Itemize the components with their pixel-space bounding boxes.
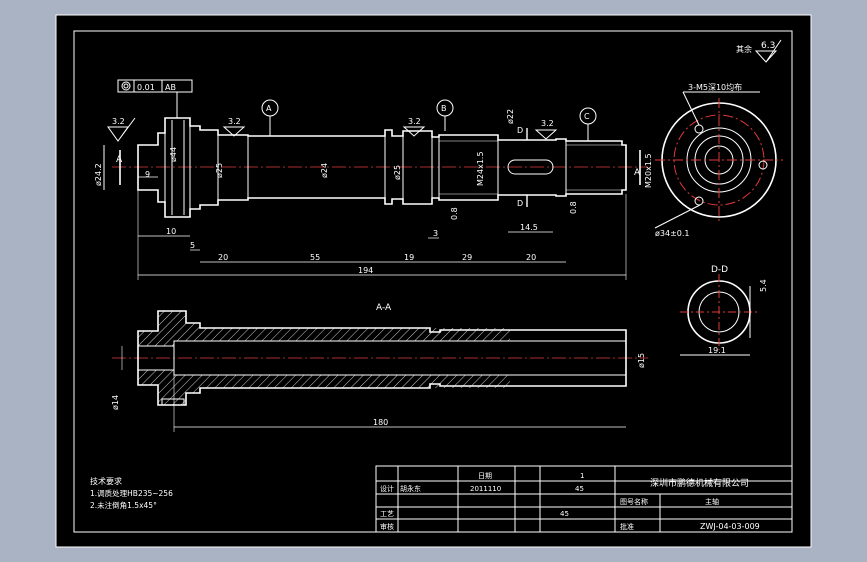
dim-len-5: 5 [190,241,195,250]
section-dd-view: D-D 19.1 5.4 [680,265,768,356]
tolerance-value: 0.01 [137,83,155,92]
tech-req-line1: 1.调质处理HB235~256 [90,488,173,498]
end-view-holes-note: 3-M5深10均布 [688,82,742,92]
end-view-pcd: ø34±0.1 [655,229,690,238]
tb-designer: 胡永东 [400,484,421,493]
dim-thread1: M24x1.5 [476,151,485,186]
title-block: 设计 胡永东 2011110 日期 1 45 深圳市鹏德机械有限公司 图号名称 … [375,465,793,533]
roughness-mark-3: 3.2 [408,117,421,126]
tech-req-title: 技术要求 [90,476,122,486]
dim-len-20a: 20 [218,253,228,262]
section-dd-title: D-D [711,265,728,275]
tolerance-datum: AB [165,83,176,92]
tb-design-label: 设计 [380,484,394,493]
dim-len-9: 9 [145,170,150,179]
dim-len-20b: 20 [526,253,536,262]
general-roughness: 其余 6.3 [736,39,782,63]
dim-d-step: ø22 [506,109,515,124]
tech-req-line2: 2.未注倒角1.5x45° [90,500,157,510]
dim-thread2: M20x1.5 [644,153,653,188]
tb-date-header: 日期 [478,472,492,480]
cut-marker-a: A A [116,150,641,185]
dim-len-19: 19 [404,253,414,262]
section-dd-dia: 19.1 [708,346,726,355]
dim-len-14-5: 14.5 [520,223,538,232]
section-dd-width: 5.4 [759,279,768,292]
datum-a-label: A [266,104,272,113]
main-view-shaft [112,117,648,218]
cut-a-right-label: A [634,168,641,178]
dim-d-flange: ø44 [169,147,178,162]
dim-d-seat2: ø25 [393,165,402,180]
tb-material: 45 [560,510,569,518]
tb-part-name: 主轴 [705,497,719,506]
roughness-mark-4: 3.2 [541,119,554,128]
dim-d-seat1: ø25 [215,163,224,178]
section-aa-title: A-A [376,303,392,313]
dim-len-3: 3 [433,229,438,238]
dim-len-55: 55 [310,253,320,262]
dim-d-mid: ø24 [320,163,329,178]
cut-d-bottom-label: D [517,199,523,208]
cut-d-top-label: D [517,126,523,135]
tb-date: 2011110 [470,485,501,493]
datum-balloons: A B C [261,99,597,141]
tb-row-c: 审核 [380,522,394,531]
tb-count: 45 [575,485,584,493]
section-aa-bore-left: ø14 [111,395,120,410]
section-aa-bore-right: ø15 [637,353,646,368]
section-aa-view: A-A ø14 ø15 180 [111,303,648,432]
dim-len-10: 10 [166,227,176,236]
end-view: 3-M5深10均布 ø34±0.1 [654,82,783,238]
dim-d-left-end: ø24.2 [94,163,103,186]
datum-c-label: C [584,112,590,121]
tb-drawing-no: ZWJ-04-03-009 [700,522,760,531]
tech-requirements: 技术要求 1.调质处理HB235~256 2.未注倒角1.5x45° [90,476,173,510]
section-aa-length: 180 [373,418,388,427]
tb-row-b: 工艺 [380,510,394,518]
dimension-chains: 9 10 5 20 55 19 29 20 194 3 14.5 [137,170,627,280]
geometric-tolerance-frame: 0.01 AB [117,79,193,118]
dim-0-8a: 0.8 [450,207,459,220]
roughness-other-label: 其余 [736,44,752,54]
tb-scale: 1 [580,472,584,480]
roughness-general-value: 6.3 [761,41,775,51]
cut-marker-d: D D [517,126,528,208]
roughness-mark-2: 3.2 [228,117,241,126]
dim-len-194: 194 [358,266,373,275]
datum-b-label: B [441,104,447,113]
diameter-labels: ø24.2 ø44 ø25 ø24 ø25 M24x1.5 ø22 M20x1.… [94,109,653,220]
tb-row-d: 批准 [620,522,634,531]
roughness-mark-1: 3.2 [112,117,125,126]
tb-company: 深圳市鹏德机械有限公司 [650,477,749,489]
sheet-outer-frame [55,14,812,548]
tb-row-a: 图号名称 [620,497,648,506]
runout-icon [121,81,131,91]
cut-a-left-label: A [116,155,123,165]
dim-len-29: 29 [462,253,472,262]
roughness-marks: 3.2 3.2 3.2 3.2 [107,117,558,142]
dim-0-8b: 0.8 [569,201,578,214]
